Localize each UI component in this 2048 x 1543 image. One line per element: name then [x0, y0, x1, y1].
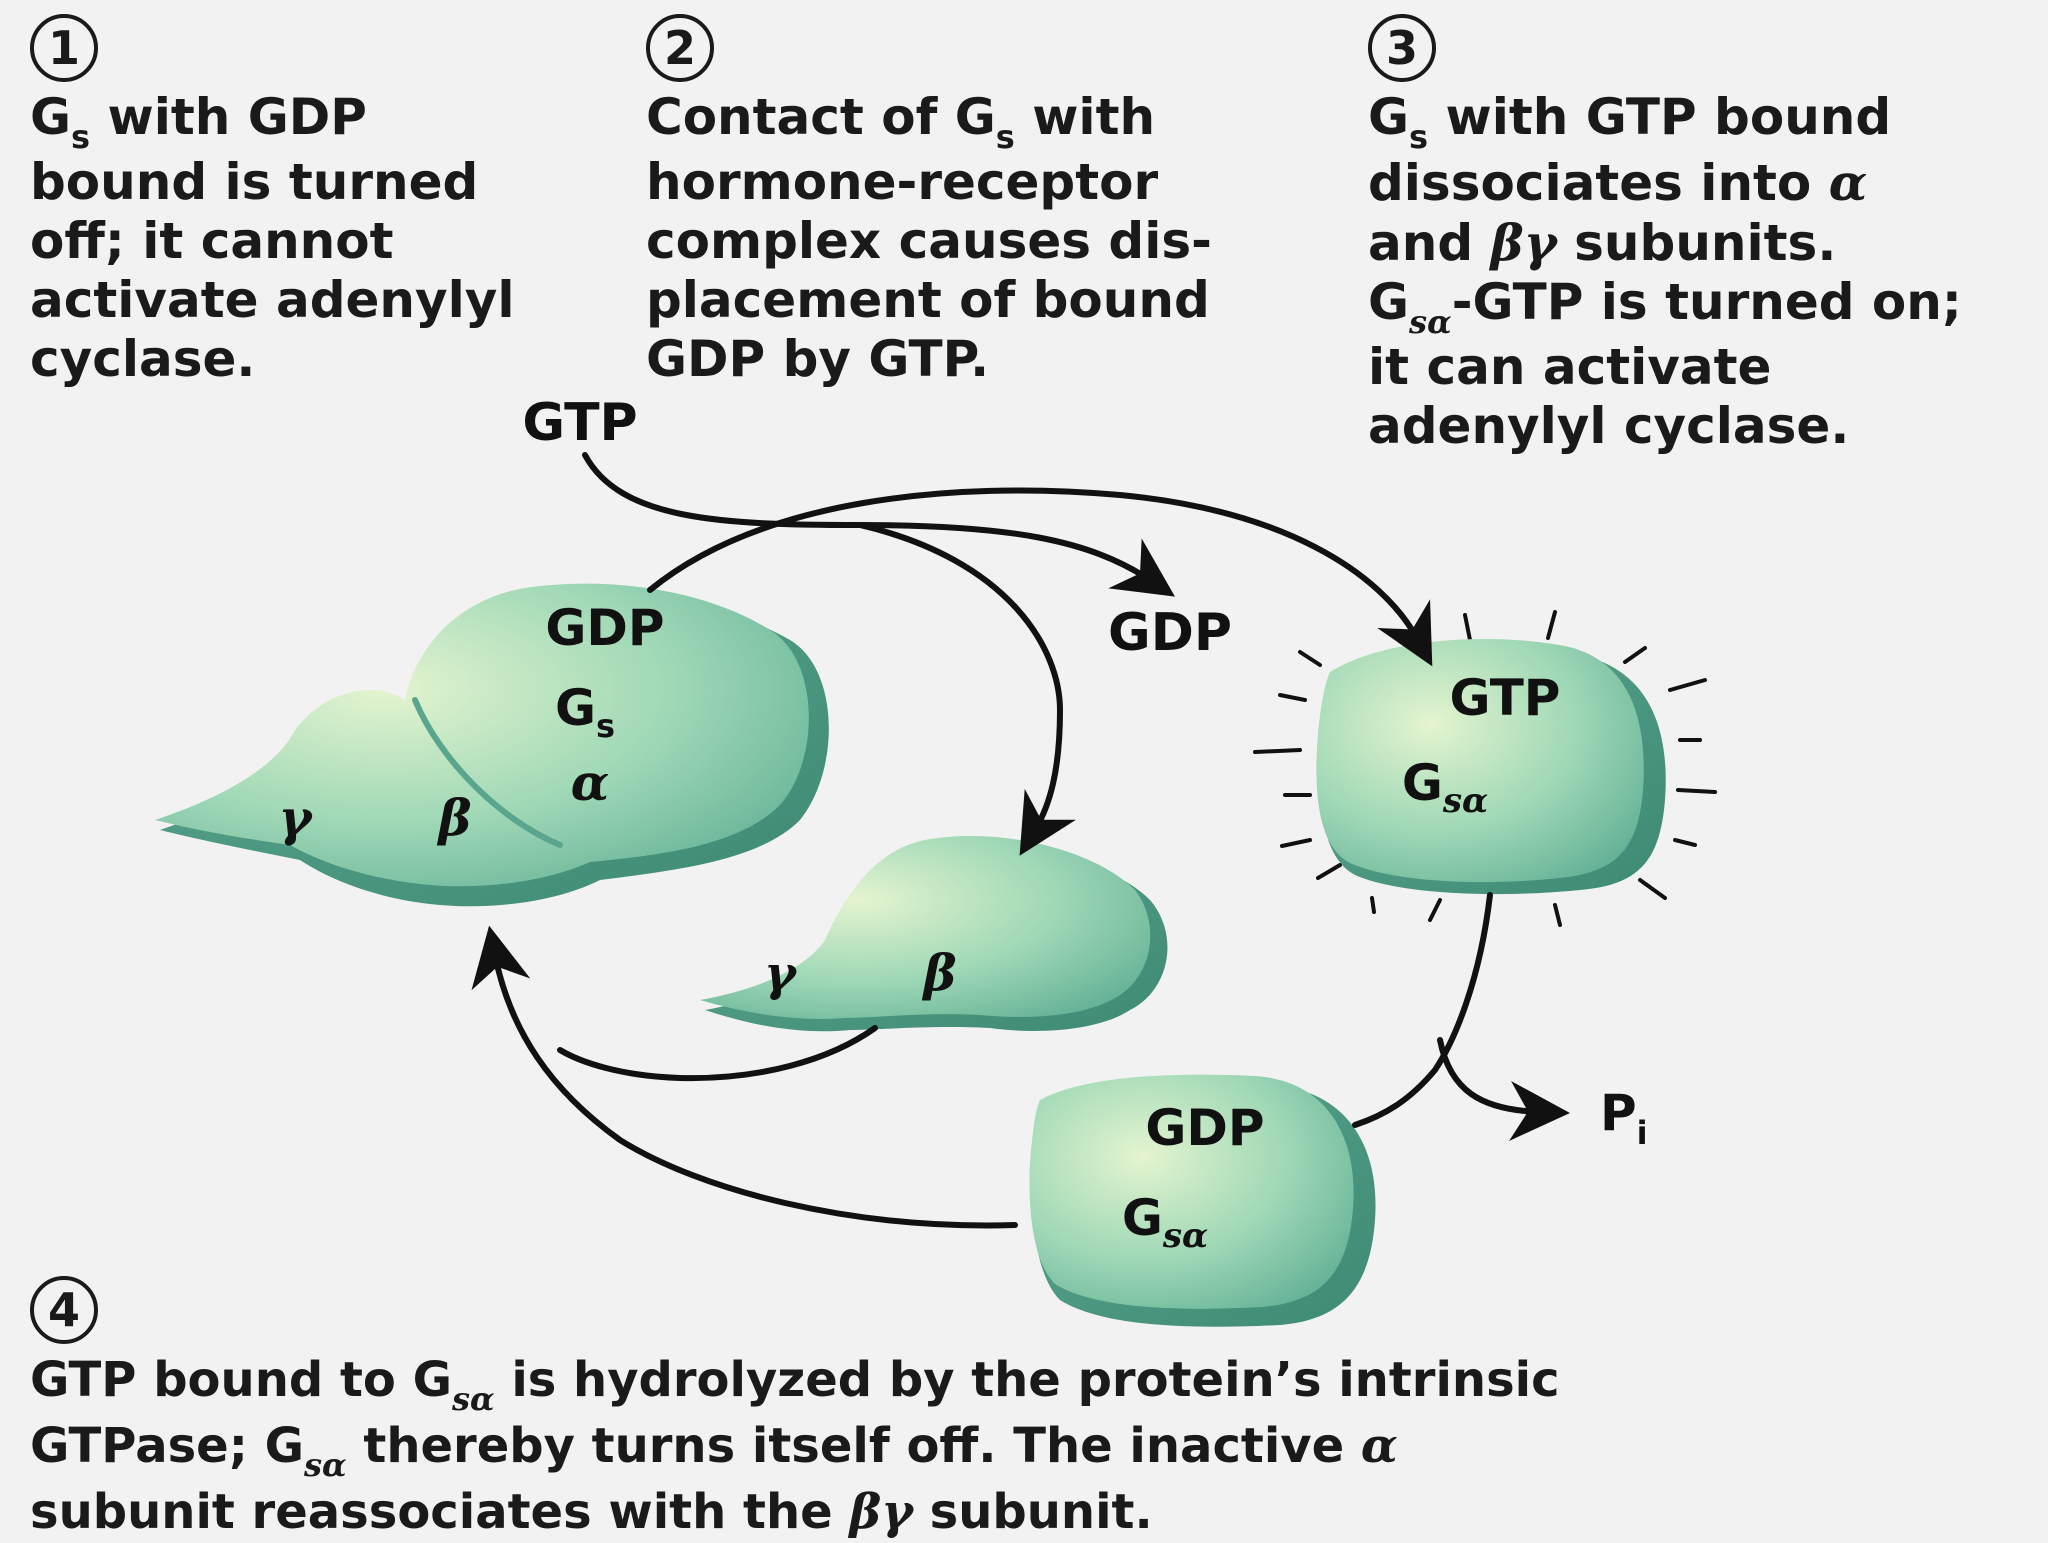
- pi-label: Pi: [1600, 1084, 1648, 1152]
- step-2-line-3: complex causes dis-: [646, 212, 1212, 270]
- arrow-gs-to-active: [647, 487, 1433, 667]
- step-1-number: 1: [30, 14, 98, 82]
- gs-alpha-label: α: [571, 753, 609, 812]
- active-gs-alpha: GTP Gsα: [1253, 610, 1717, 927]
- step-2-line-4: placement of bound: [646, 271, 1210, 329]
- step-3: 3 Gs with GTP bound dissociates into α a…: [1368, 14, 1962, 456]
- arrow-reassociation: [471, 925, 1018, 1229]
- inactive-gs-alpha-label: Gsα: [1122, 1189, 1208, 1256]
- arrow-beta-gamma-return: [557, 1025, 878, 1082]
- inactive-gs-alpha: GDP Gsα: [1029, 1074, 1376, 1327]
- beta-gamma-body: [700, 835, 1151, 1019]
- gs-heterotrimer: GDP Gs α β γ: [155, 583, 829, 907]
- gs-subunit-boundary: [412, 697, 563, 848]
- step-1-line-2: bound is turned: [30, 153, 479, 211]
- cycle-arrows: [471, 452, 1570, 1229]
- active-gs-alpha-body: [1316, 638, 1644, 883]
- arrow-gtp-gdp-exchange: [582, 452, 1175, 597]
- arrow-release-beta-gamma: [857, 522, 1077, 856]
- step-1-line-5: cyclase.: [30, 330, 256, 388]
- activation-rays: [1253, 610, 1717, 927]
- step-3-line-4: Gsα-GTP is turned on;: [1368, 273, 1962, 341]
- step-4-line-3: subunit reassociates with the βγ subunit…: [30, 1484, 1153, 1540]
- step-1: 1 Gs with GDP bound is turned off; it ca…: [30, 14, 514, 389]
- gdp-out-label: GDP: [1108, 603, 1232, 663]
- step-3-line-5: it can activate: [1368, 338, 1772, 396]
- step-1-line-3: off; it cannot: [30, 212, 394, 270]
- gs-gamma-label: γ: [278, 788, 313, 847]
- arrow-hydrolysis: [1352, 892, 1493, 1128]
- step-3-number: 3: [1368, 14, 1436, 82]
- step-2-line-5: GDP by GTP.: [646, 330, 990, 388]
- step-1-line-1: Gs with GDP: [30, 88, 367, 156]
- bg-beta-label: β: [921, 943, 956, 1002]
- step-2-line-1: Contact of Gs with: [646, 88, 1156, 156]
- gtp-in-label: GTP: [522, 393, 637, 453]
- inactive-gs-alpha-body: [1029, 1074, 1354, 1309]
- step-2-number: 2: [646, 14, 714, 82]
- active-gs-alpha-label: Gsα: [1402, 754, 1488, 821]
- step-3-line-2: dissociates into α: [1368, 153, 1868, 212]
- active-gtp-label: GTP: [1450, 669, 1561, 727]
- gs-label: Gs: [555, 679, 615, 745]
- step-4: 4 GTP bound to Gsα is hydrolyzed by the …: [30, 1276, 1560, 1543]
- step-3-line-1: Gs with GTP bound: [1368, 88, 1892, 156]
- gs-gdp-label: GDP: [545, 599, 664, 657]
- gs-heterotrimer-body: [155, 583, 809, 887]
- step-3-line-3: and βγ subunits.: [1368, 213, 1837, 272]
- inactive-gdp-label: GDP: [1145, 1099, 1264, 1157]
- beta-gamma-subunit: γ β: [700, 835, 1168, 1032]
- gs-beta-label: β: [436, 788, 471, 847]
- step-2: 2 Contact of Gs with hormone-receptor co…: [646, 14, 1212, 389]
- step-4-line-2: GTPase; Gsα thereby turns itself off. Th…: [30, 1418, 1398, 1484]
- step-1-line-4: activate adenylyl: [30, 271, 515, 329]
- step-4-line-1: GTP bound to Gsα is hydrolyzed by the pr…: [30, 1352, 1560, 1418]
- bg-gamma-label: γ: [764, 946, 798, 1002]
- step-4-number: 4: [30, 1276, 98, 1344]
- arrow-pi-release: [1437, 1037, 1570, 1141]
- step-2-line-2: hormone-receptor: [646, 153, 1159, 211]
- step-3-line-6: adenylyl cyclase.: [1368, 397, 1850, 455]
